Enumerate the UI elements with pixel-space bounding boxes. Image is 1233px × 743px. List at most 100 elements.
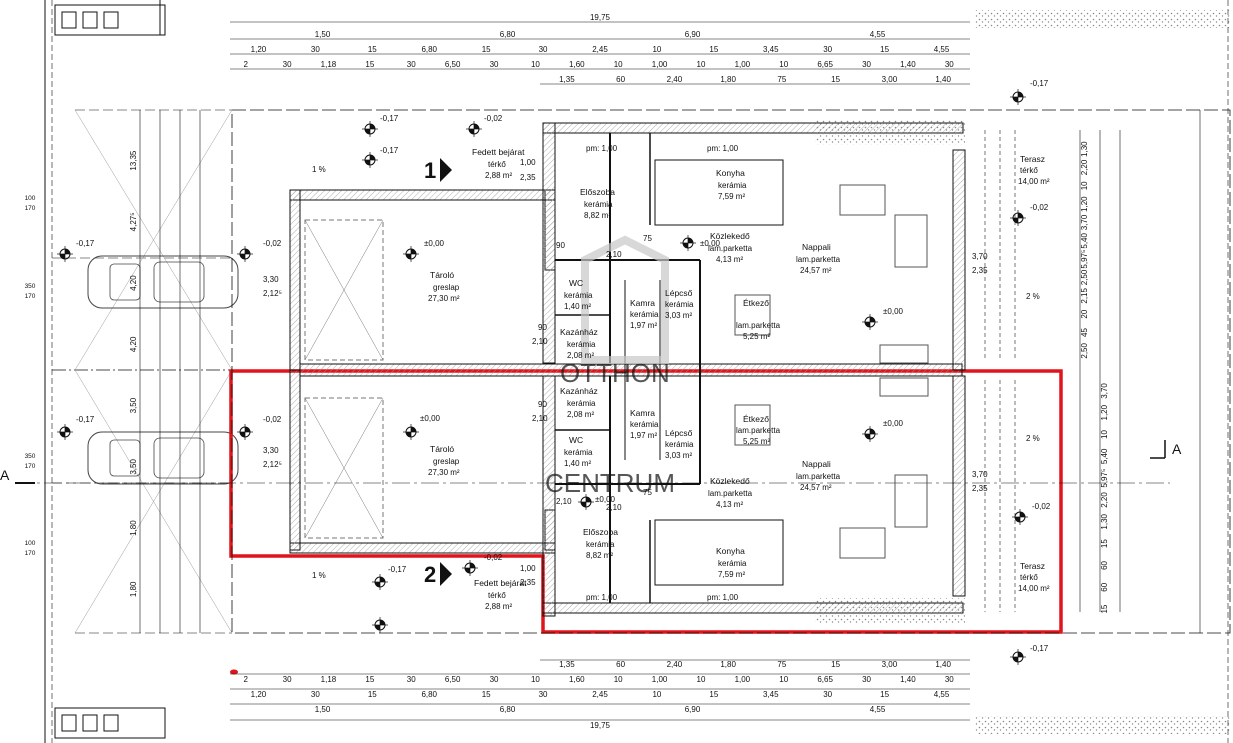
dimension-label: 10 <box>531 60 540 69</box>
dimension-label: 30 <box>539 690 548 699</box>
svg-text:Lépcső: Lépcső <box>665 428 693 438</box>
dimension-label: 3,70 <box>1080 214 1089 230</box>
svg-text:térkő: térkő <box>1020 573 1038 582</box>
svg-text:24,57 m²: 24,57 m² <box>800 266 832 275</box>
dimension-label: 2,20 <box>1100 492 1109 508</box>
level-label: -0,17 <box>76 239 95 248</box>
dimension-label: 4,55 <box>870 30 886 39</box>
dimension-label: 1,40 <box>935 75 951 84</box>
svg-text:2,35: 2,35 <box>520 173 536 182</box>
svg-text:térkő: térkő <box>488 160 506 169</box>
svg-text:1,97 m²: 1,97 m² <box>630 431 657 440</box>
dimension-label: 15 <box>482 690 491 699</box>
svg-text:kerámia: kerámia <box>630 420 659 429</box>
dimension-label: 1,80 <box>720 660 736 669</box>
dimension-label: 15 <box>1100 604 1109 613</box>
svg-text:kerámia: kerámia <box>564 448 593 457</box>
dimension-label: 30 <box>311 45 320 54</box>
svg-text:lam.parketta: lam.parketta <box>796 472 841 481</box>
svg-text:kerámia: kerámia <box>567 399 596 408</box>
svg-text:2,12⁵: 2,12⁵ <box>263 289 282 298</box>
watermark-bottom: CENTRUM <box>545 468 675 498</box>
dimension-label: 1,18 <box>321 675 337 684</box>
dimension-label: 3,45 <box>763 690 779 699</box>
dimension-label: 30 <box>823 45 832 54</box>
svg-text:4,13 m²: 4,13 m² <box>716 500 743 509</box>
dimension-label: 15 <box>368 690 377 699</box>
room-terasz: Terasz térkő 14,00 m² <box>1018 154 1050 186</box>
dimension-label: 30 <box>407 675 416 684</box>
dimension-label: 1,00 <box>735 675 751 684</box>
dimension-label: 2 <box>243 60 248 69</box>
dimension-label: 30 <box>490 60 499 69</box>
dimension-label: 10 <box>1100 430 1109 439</box>
dimension-label: 6,65 <box>817 675 833 684</box>
level-label: ±0,00 <box>424 239 445 248</box>
svg-text:7,59 m²: 7,59 m² <box>718 570 745 579</box>
dimension-label: 5,40 <box>1080 233 1089 249</box>
dimension-label: 1,80 <box>720 75 736 84</box>
dimension-label: 1,60 <box>569 675 585 684</box>
dimension-label: 30 <box>539 45 548 54</box>
dimension-label: 6,80 <box>421 690 437 699</box>
dimension-label: 1,35 <box>559 75 575 84</box>
level-label: -0,17 <box>380 114 399 123</box>
svg-text:75: 75 <box>643 234 652 243</box>
dimension-label: 4,20 <box>129 275 138 291</box>
dimension-label: 15 <box>880 690 889 699</box>
level-label: -0,02 <box>1030 203 1049 212</box>
svg-text:3,03 m²: 3,03 m² <box>665 311 692 320</box>
svg-text:Előszoba: Előszoba <box>583 527 618 537</box>
dimension-label: 30 <box>945 675 954 684</box>
dimension-label: 10 <box>652 45 661 54</box>
svg-text:3,03 m²: 3,03 m² <box>665 451 692 460</box>
dimension-label: 45 <box>1080 328 1089 337</box>
dimension-label: 1,40 <box>900 675 916 684</box>
dim-lines-top <box>139 0 1229 743</box>
building-walls <box>15 10 1231 734</box>
dimension-label: 15 <box>368 45 377 54</box>
dimension-label: 15 <box>1100 539 1109 548</box>
room-terasz: Terasz térkő 14,00 m² <box>1018 561 1050 593</box>
room-kozlekedo: Közlekedő lam.parketta 4,13 m² <box>708 476 753 509</box>
dimension-label: 3,00 <box>882 660 898 669</box>
dimension-label: 6,50 <box>445 675 461 684</box>
svg-text:térkő: térkő <box>1020 166 1038 175</box>
svg-text:kerámia: kerámia <box>630 310 659 319</box>
level-label: -0,17 <box>388 565 407 574</box>
dimension-label: 2,50 <box>1080 269 1089 285</box>
svg-text:Kamra: Kamra <box>630 298 655 308</box>
level-texts: -0,17 -0,17 -0,17 -0,17 -0,17 -0,17 -0,1… <box>76 79 1051 653</box>
svg-text:5,25 m²: 5,25 m² <box>743 437 770 446</box>
level-label: ±0,00 <box>883 307 904 316</box>
room-etkezo: Étkező lam.parketta 5,25 m² <box>736 298 781 341</box>
room-konyha: Konyha kerámia 7,59 m² <box>716 546 747 579</box>
dimension-label: 75 <box>777 75 786 84</box>
svg-text:kerámia: kerámia <box>567 340 596 349</box>
svg-text:3,30: 3,30 <box>263 446 279 455</box>
svg-text:2,10: 2,10 <box>532 337 548 346</box>
dimension-label: 10 <box>652 690 661 699</box>
svg-text:lam.parketta: lam.parketta <box>796 255 841 264</box>
highlight-outline <box>229 369 1063 634</box>
svg-text:Konyha: Konyha <box>716 546 745 556</box>
svg-text:2,08 m²: 2,08 m² <box>567 410 594 419</box>
dimension-label: 350 <box>25 283 36 290</box>
dimension-label: 5,97⁵ <box>1100 469 1109 488</box>
dimension-label: 2,40 <box>667 75 683 84</box>
unit-2-number: 2 <box>424 562 436 587</box>
dimension-label: 5,97⁵ <box>1080 250 1089 269</box>
svg-text:2,10: 2,10 <box>606 503 622 512</box>
svg-text:3,70: 3,70 <box>972 470 988 479</box>
dimension-label: 1,40 <box>900 60 916 69</box>
svg-text:Lépcső: Lépcső <box>665 288 693 298</box>
dimension-label: 1,20 <box>251 690 267 699</box>
svg-text:kerámia: kerámia <box>665 440 694 449</box>
svg-text:Közlekedő: Közlekedő <box>710 231 750 241</box>
level-label: -0,17 <box>1030 644 1049 653</box>
svg-text:kerámia: kerámia <box>718 559 747 568</box>
dimension-label: 6,80 <box>421 45 437 54</box>
room-eloszoba: Előszoba kerámia 8,82 m² <box>580 187 615 220</box>
svg-text:Előszoba: Előszoba <box>580 187 615 197</box>
room-eloszoba: Előszoba kerámia 8,82 m² <box>583 527 618 560</box>
